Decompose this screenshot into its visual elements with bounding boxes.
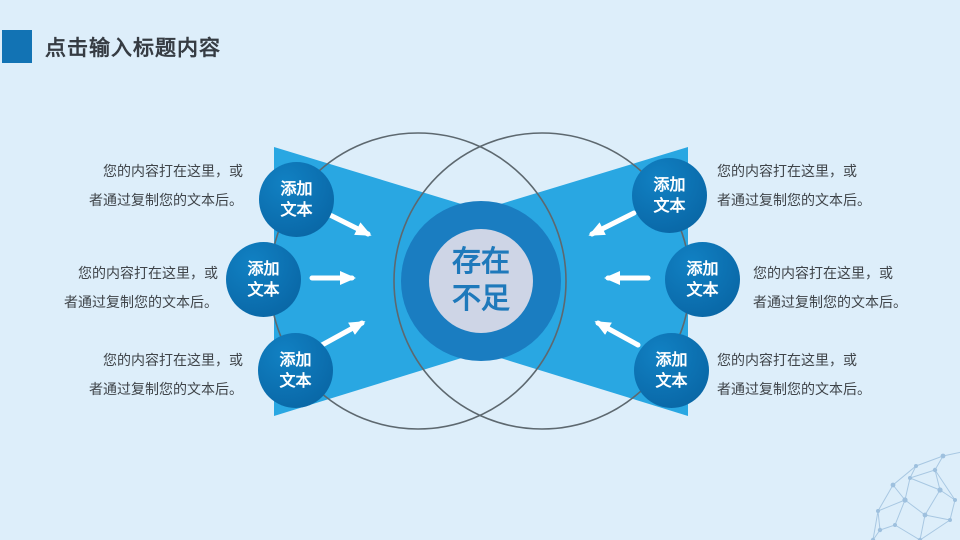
desc-right-middle[interactable]: 您的内容打在这里，或 者通过复制您的文本后。 [753,265,907,310]
title-accent-square [2,30,32,63]
desc-right-top[interactable]: 您的内容打在这里，或 者通过复制您的文本后。 [717,163,871,208]
center-node-inner: 存在 不足 [429,229,533,333]
node-left-bottom[interactable]: 添加 文本 [258,333,333,408]
node-label: 添加 文本 [653,176,686,215]
node-left-top[interactable]: 添加 文本 [259,162,334,237]
desc-left-bottom[interactable]: 您的内容打在这里，或 者通过复制您的文本后。 [89,352,243,397]
arrow-right-bottom-icon [594,320,641,348]
node-right-top[interactable]: 添加 文本 [632,158,707,233]
node-label: 添加 文本 [247,260,280,299]
node-right-bottom[interactable]: 添加 文本 [634,333,709,408]
node-label: 添加 文本 [280,180,313,219]
desc-right-bottom[interactable]: 您的内容打在这里，或 者通过复制您的文本后。 [717,352,871,397]
node-label: 添加 文本 [279,351,312,390]
node-label: 添加 文本 [686,260,719,299]
desc-left-middle[interactable]: 您的内容打在这里，或 者通过复制您的文本后。 [64,265,218,310]
desc-left-top[interactable]: 您的内容打在这里，或 者通过复制您的文本后。 [89,163,243,208]
slide-title[interactable]: 点击输入标题内容 [45,36,221,60]
network-decoration [870,451,960,540]
title-block: 点击输入标题内容 [2,30,221,63]
arrow-left-top-icon [323,210,372,237]
arrow-left-bottom-icon [319,320,366,348]
node-label: 添加 文本 [655,351,688,390]
center-node-label: 存在 不足 [451,246,510,315]
node-left-middle[interactable]: 添加 文本 [226,242,301,317]
arrow-right-top-icon [588,210,637,237]
center-node[interactable]: 存在 不足 [401,201,561,361]
node-right-middle[interactable]: 添加 文本 [665,242,740,317]
